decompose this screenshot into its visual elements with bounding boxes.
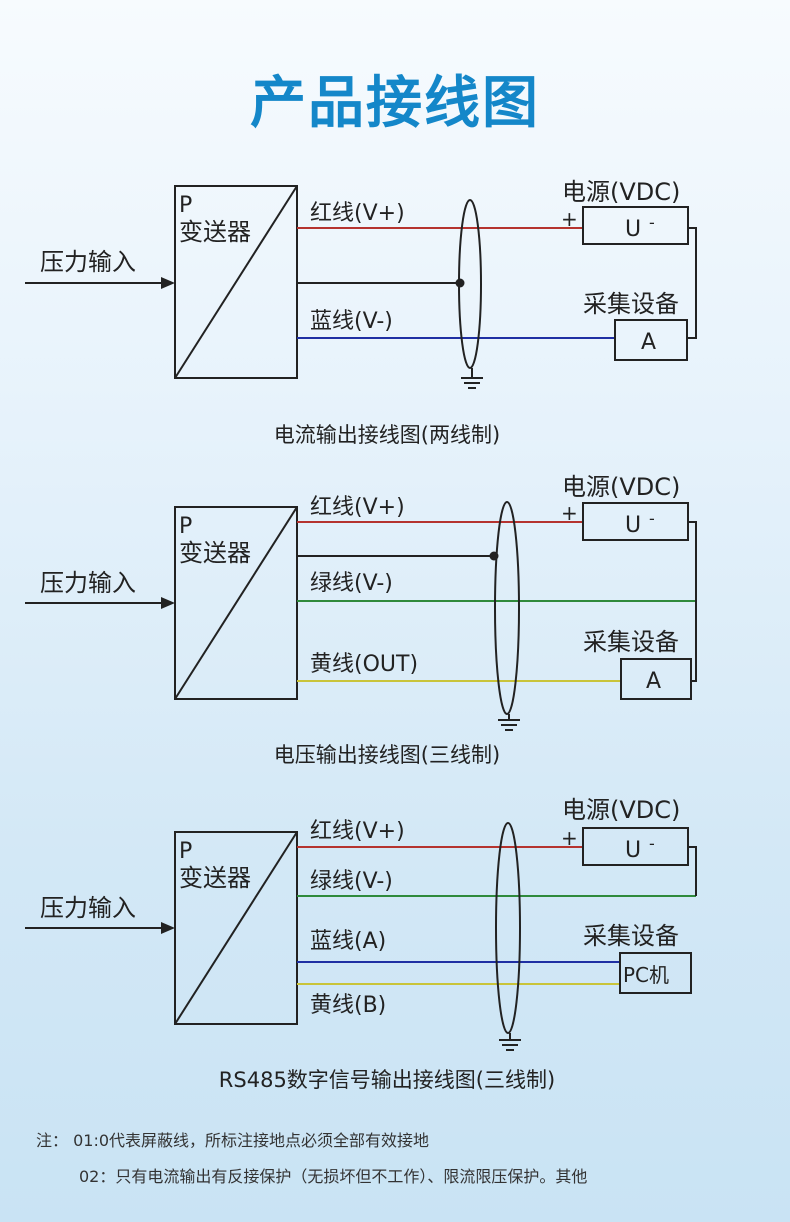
transmitter-diagonal (174, 506, 298, 700)
u-label: U (625, 838, 641, 863)
acq-box (614, 319, 688, 361)
shield-ellipse (494, 501, 520, 715)
power-label: 电源(VDC) (562, 473, 680, 501)
power-label: 电源(VDC) (562, 796, 680, 824)
minus-label: - (649, 213, 655, 232)
transmitter-diagonal (174, 185, 298, 379)
acq-label: 采集设备 (583, 628, 679, 656)
plus-label: + (561, 501, 578, 525)
transmitter-p-label: P (179, 193, 192, 218)
input-arrow-head (161, 277, 175, 289)
transmitter-name-label: 变送器 (179, 218, 251, 246)
red-wire-label: 红线(V+) (310, 201, 405, 226)
caption-voltage-output: 电压输出接线图(三线制) (274, 743, 500, 767)
caption-current-output: 电流输出接线图(两线制) (274, 423, 500, 447)
page-title: 产品接线图 (250, 71, 540, 136)
input-arrow-head (161, 597, 175, 609)
minus-label: - (649, 834, 655, 853)
acq-label: 采集设备 (583, 922, 679, 950)
caption-rs485-output: RS485数字信号输出接线图(三线制) (219, 1068, 555, 1092)
transmitter-name-label: 变送器 (179, 539, 251, 567)
plus-label: + (561, 826, 578, 850)
red-wire-label: 红线(V+) (310, 495, 405, 520)
transmitter-name-label: 变送器 (179, 864, 251, 892)
note-line-2: 02：只有电流输出有反接保护（无损坏但不工作）、限流限压保护。其他 (79, 1167, 588, 1186)
transmitter-diagonal (174, 831, 298, 1025)
diagram-current-output: 压力输入 P 变送器 红线(V+) 蓝线(V-) 电源(VDC) + U - 采… (25, 178, 697, 389)
power-box (582, 206, 689, 245)
u-label: U (625, 513, 641, 538)
acq-label: 采集设备 (583, 290, 679, 318)
diagram-rs485-output: 压力输入 P 变送器 红线(V+) 绿线(V-) 蓝线(A) 黄线(B) 电源(… (25, 796, 697, 1051)
transmitter-p-label: P (179, 514, 192, 539)
pressure-input-label: 压力输入 (40, 569, 136, 597)
transmitter-box (174, 506, 298, 700)
acq-box (620, 658, 692, 700)
plus-label: + (561, 207, 578, 231)
note-line-1: 注： 01:0代表屏蔽线，所标注接地点必须全部有效接地 (36, 1131, 430, 1150)
return-wire (688, 521, 697, 682)
pressure-input-label: 压力输入 (40, 894, 136, 922)
transmitter-box (174, 831, 298, 1025)
u-label: U (625, 217, 641, 242)
red-wire-label: 红线(V+) (310, 819, 405, 844)
return-wire (687, 227, 697, 339)
shield-ellipse (495, 822, 521, 1034)
acq-box (619, 952, 692, 994)
green-wire-label: 绿线(V-) (310, 869, 393, 894)
transmitter-p-label: P (179, 839, 192, 864)
yellow-wire-label: 黄线(OUT) (310, 652, 418, 677)
diagram-voltage-output: 压力输入 P 变送器 红线(V+) 绿线(V-) 黄线(OUT) 电源(VDC)… (25, 473, 697, 731)
blue-wire-label: 蓝线(V-) (310, 309, 393, 334)
return-wire (688, 846, 697, 896)
input-arrow-head (161, 922, 175, 934)
yellow-wire-label: 黄线(B) (310, 993, 386, 1018)
minus-label: - (649, 509, 655, 528)
acq-a-label: A (646, 669, 661, 694)
green-wire-label: 绿线(V-) (310, 571, 393, 596)
blue-wire-label: 蓝线(A) (310, 929, 386, 954)
pressure-input-label: 压力输入 (40, 248, 136, 276)
acq-a-label: A (641, 330, 656, 355)
power-label: 电源(VDC) (562, 178, 680, 206)
acq-pc-label: PC机 (623, 963, 669, 987)
shield-ellipse (458, 199, 482, 369)
